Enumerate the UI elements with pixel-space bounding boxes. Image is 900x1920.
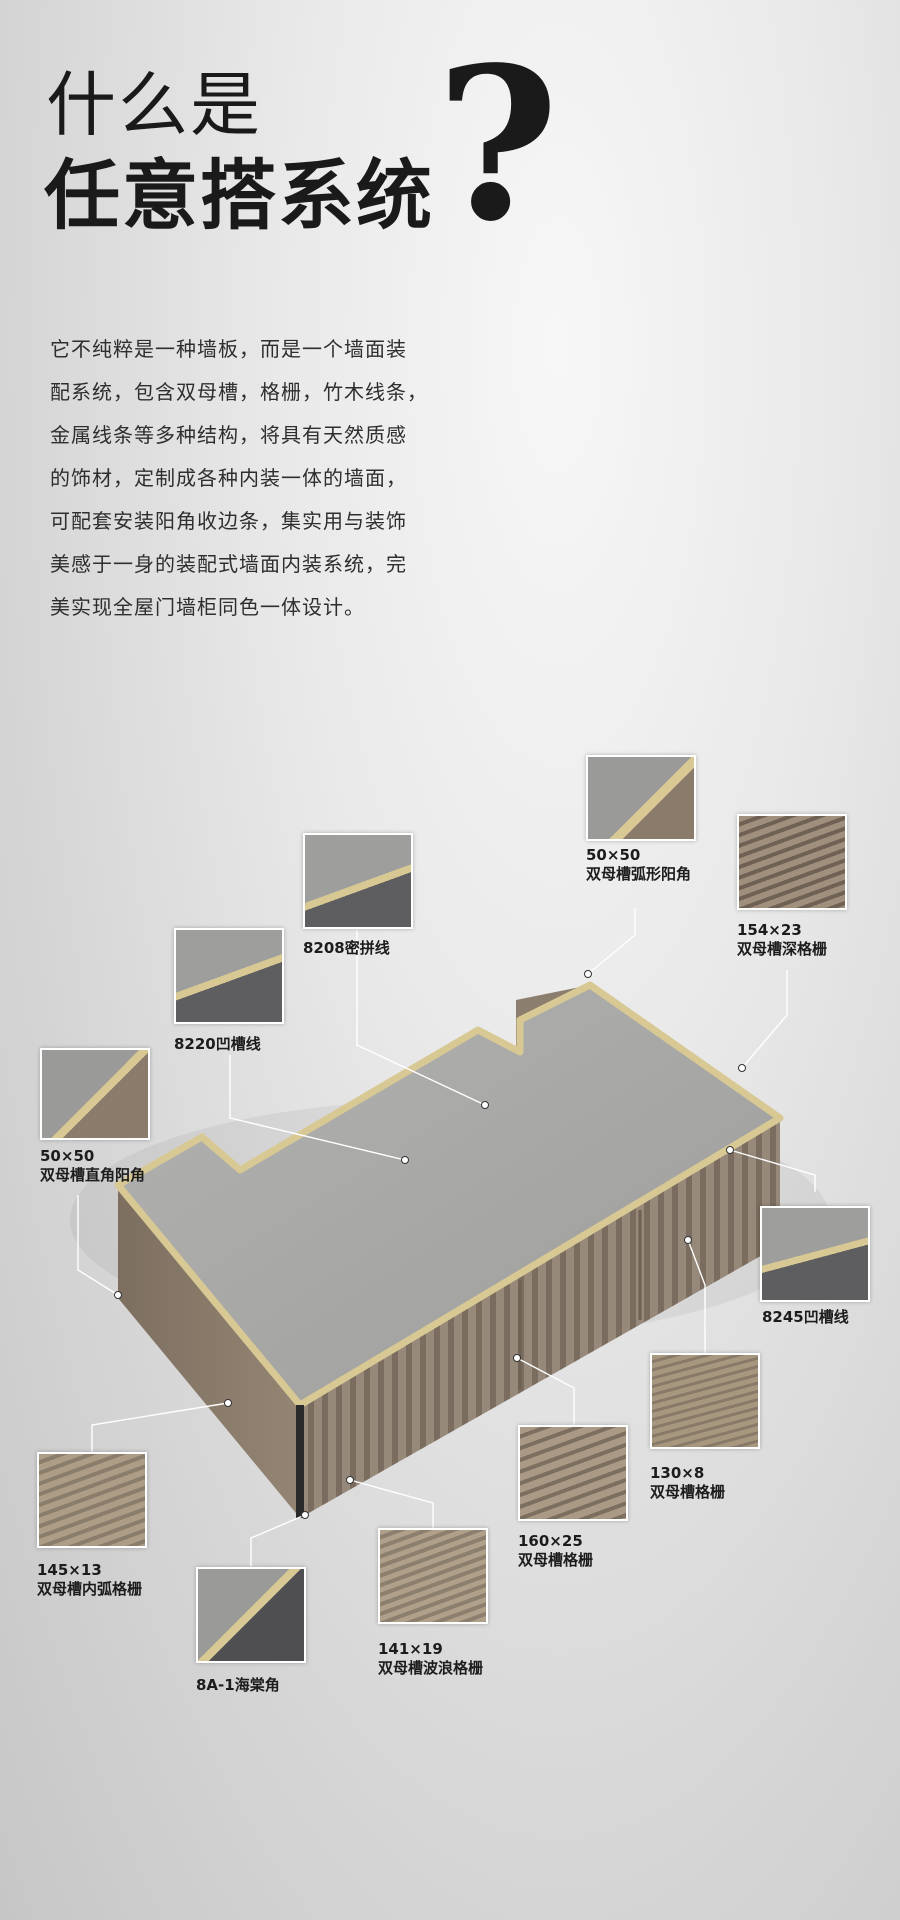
callout-name: 双母槽格栅 [650, 1483, 726, 1501]
callout-name: 8208密拼线 [303, 939, 390, 957]
leader-line [516, 1357, 575, 1425]
leader-dot [114, 1291, 122, 1299]
front-right-wall [300, 1118, 780, 1518]
leader-dot [684, 1236, 692, 1244]
callout-name: 双母槽直角阳角 [40, 1166, 146, 1184]
callout-label: 8208密拼线 [303, 939, 390, 958]
groove-line-thumb [760, 1206, 870, 1302]
leader-line [229, 1055, 406, 1161]
leader-dot [401, 1156, 409, 1164]
intro-line: 的饰材，定制成各种内装一体的墙面， [50, 466, 407, 490]
leader-dot [726, 1146, 734, 1154]
leader-dot [224, 1399, 232, 1407]
callout-name: 8220凹槽线 [174, 1035, 261, 1053]
intro-line: 金属线条等多种结构，将具有天然质感 [50, 423, 407, 447]
callout-name: 双母槽内弧格栅 [37, 1580, 143, 1598]
question-mark: ? [436, 21, 560, 268]
intro-line: 配系统，包含双母槽，格栅，竹木线条， [50, 380, 428, 404]
arc-grille-thumb [37, 1452, 147, 1548]
callout-name: 双母槽格栅 [518, 1551, 594, 1569]
leader-dot [301, 1511, 309, 1519]
corner-post [296, 1405, 304, 1518]
leader-line [91, 1402, 229, 1452]
leader-line [587, 908, 636, 975]
leader-dot [346, 1476, 354, 1484]
groove-line-thumb [174, 928, 284, 1024]
leader-dot [481, 1101, 489, 1109]
grille-thumb [650, 1353, 760, 1449]
callout-name: 双母槽弧形阳角 [586, 865, 692, 883]
callout-label: 8245凹槽线 [762, 1308, 849, 1327]
callout-label: 8A-1海棠角 [196, 1676, 280, 1695]
leader-dot [584, 970, 592, 978]
leader-line [729, 1149, 816, 1192]
right-corner-thumb [40, 1048, 150, 1140]
intro-line: 可配套安装阳角收边条，集实用与装饰 [50, 509, 407, 533]
callout-name: 8245凹槽线 [762, 1308, 849, 1326]
callout-size: 50×50 [586, 846, 641, 864]
leader-line [356, 928, 486, 1106]
arc-corner-thumb [586, 755, 696, 841]
callout-size: 50×50 [40, 1147, 95, 1165]
leader-line [741, 970, 788, 1069]
callout-size: 130×8 [650, 1464, 705, 1482]
deep-grille-thumb [737, 814, 847, 910]
leader-dot [513, 1354, 521, 1362]
callout-size: 141×19 [378, 1640, 443, 1658]
callout-size: 145×13 [37, 1561, 102, 1579]
callout-name: 8A-1海棠角 [196, 1676, 280, 1694]
leader-line [349, 1479, 434, 1528]
leader-line [250, 1514, 306, 1567]
intro-paragraph: 它不纯粹是一种墙板，而是一个墙面装 配系统，包含双母槽，格栅，竹木线条， 金属线… [50, 328, 450, 629]
callout-name: 双母槽深格栅 [737, 940, 828, 958]
intro-line: 美实现全屋门墙柜同色一体设计。 [50, 595, 365, 619]
floor-slab [114, 981, 784, 1409]
intro-line: 它不纯粹是一种墙板，而是一个墙面装 [50, 337, 407, 361]
callout-size: 154×23 [737, 921, 802, 939]
leader-line [687, 1239, 706, 1353]
leader-line [77, 1195, 119, 1296]
grille-thumb [518, 1425, 628, 1521]
joint-line-thumb [303, 833, 413, 929]
wave-grille-thumb [378, 1528, 488, 1624]
title-line-2: 任意搭系统 [44, 151, 434, 240]
begonia-corner-thumb [196, 1567, 306, 1663]
callout-name: 双母槽波浪格栅 [378, 1659, 484, 1677]
intro-line: 美感于一身的装配式墙面内装系统，完 [50, 552, 407, 576]
callout-label: 8220凹槽线 [174, 1035, 261, 1054]
callout-size: 160×25 [518, 1532, 583, 1550]
leader-dot [738, 1064, 746, 1072]
title-line-1: 什么是 [46, 64, 262, 146]
front-left-wall [118, 1185, 300, 1518]
